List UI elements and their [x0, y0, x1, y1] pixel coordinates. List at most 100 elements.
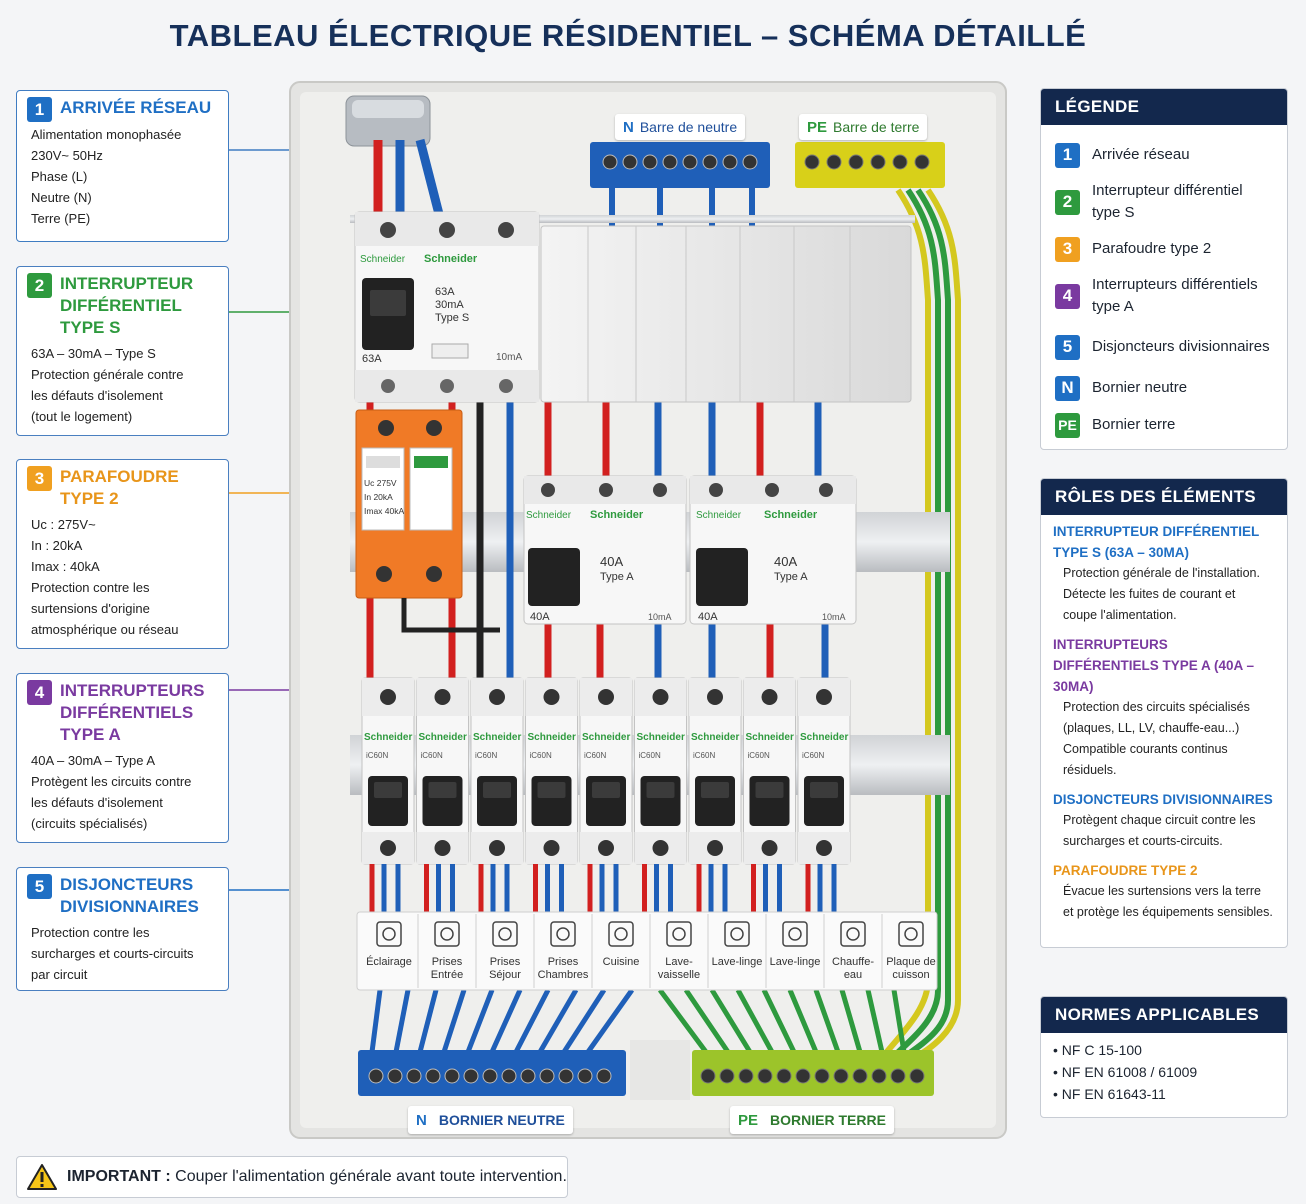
brand-text: Schneider: [364, 732, 412, 743]
brand-text: Schneider: [360, 254, 406, 265]
legend-item: 5 Disjoncteurs divisionnaires: [1041, 325, 1287, 369]
circuit-icon: [492, 921, 518, 947]
surge-protector: Uc 275V In 20kA Imax 40kA: [355, 409, 500, 633]
badge-bottom-earth: PE BORNIER TERRE: [730, 1106, 894, 1134]
mcb-row: Schneider iC60N Schneider iC60N Schneider iC6…: [361, 677, 851, 865]
mcb-breaker: Schneider iC60N: [416, 677, 469, 865]
callout-line: Protection générale contre: [31, 367, 184, 382]
legend-label: Parafoudre type 2: [1092, 240, 1212, 257]
mcb-model: iC60N: [584, 751, 606, 760]
legend-key: 3: [1055, 236, 1080, 262]
circuit-icon: [840, 921, 866, 947]
legend-label: Interrupteurs différentiels type A: [1092, 276, 1258, 315]
badge-label: BORNIER NEUTRE: [438, 1112, 565, 1128]
important-notice: IMPORTANT : Couper l'alimentation généra…: [16, 1156, 568, 1198]
mcb-breaker: Schneider iC60N: [361, 677, 415, 865]
brand-text: Schneider: [637, 732, 685, 743]
callout-line: (tout le logement): [31, 409, 133, 424]
circuit-cell: [823, 914, 866, 988]
circuit-label: Lave-linge: [711, 956, 763, 968]
badge-bottom-neutral: N BORNIER NEUTRE: [408, 1106, 573, 1134]
mcb-breaker: Schneider iC60N: [634, 677, 687, 865]
role-text: Protègent chaque circuit contre les: [1063, 813, 1256, 827]
brand-text: Schneider: [590, 509, 644, 521]
role-item: PARAFOUDRE TYPE 2 Évacue les surtensions…: [1041, 860, 1287, 923]
badge-key: PE: [807, 118, 828, 136]
roles-title: RÔLES DES ÉLÉMENTS: [1041, 479, 1287, 515]
callout-line: Protection contre les: [31, 925, 150, 940]
circuit-label: Prises Chambres: [537, 956, 589, 981]
mcb-model: iC60N: [748, 751, 770, 760]
bottom-neutral-terminals: [368, 1068, 612, 1084]
circuit-label: Lave-linge: [769, 956, 821, 968]
badge-label: Barre de terre: [833, 119, 920, 135]
badge-key: PE: [738, 1111, 759, 1129]
circuit-cell: [591, 914, 634, 988]
legend-label: Interrupteur différentiel type S: [1092, 182, 1243, 221]
role-text: coupe l'alimentation.: [1063, 608, 1177, 622]
role-text: surcharges et courts-circuits.: [1063, 834, 1223, 848]
circuit-label: Cuisine: [602, 956, 640, 968]
role-title: PARAFOUDRE TYPE 2: [1053, 863, 1198, 878]
callout-line: les défauts d'isolement: [31, 795, 163, 810]
callout-line: In : 20kA: [31, 538, 83, 553]
brand-text: Schneider: [691, 732, 739, 743]
callout-number: 2: [27, 273, 52, 298]
circuit-cell: [376, 921, 402, 947]
mcb-model: iC60N: [639, 751, 661, 760]
callout-title: DISJONCTEURS DIVISIONNAIRES: [60, 875, 199, 916]
callout-line: Uc : 275V~: [31, 517, 96, 532]
legend-item: 1 Arrivée réseau: [1041, 137, 1287, 173]
callout-line: Protection contre les: [31, 580, 150, 595]
rcd-tag: 40A: [698, 611, 718, 623]
rcd-type: Type A: [774, 571, 808, 583]
spd-spec: Uc 275V: [364, 478, 397, 488]
role-item: INTERRUPTEURS DIFFÉRENTIELS TYPE A (40A …: [1041, 634, 1287, 781]
circuit-icon: [782, 921, 808, 947]
mcb-model: iC60N: [421, 751, 443, 760]
rcd-type-a-1: Schneider Schneider 40A Type A 40A 10mA: [523, 475, 687, 625]
role-text: résiduels.: [1063, 763, 1117, 777]
mcb-model: iC60N: [693, 751, 715, 760]
callout-line: Terre (PE): [31, 211, 91, 226]
norms-panel: NORMES APPLICABLES • NF C 15-100 • NF EN…: [1040, 996, 1288, 1118]
legend-key: 4: [1055, 283, 1080, 309]
circuit-icon: [724, 921, 750, 947]
role-item: INTERRUPTEUR DIFFÉRENTIEL TYPE S (63A – …: [1041, 521, 1287, 626]
spd-spec: In 20kA: [364, 492, 393, 502]
callout-line: Phase (L): [31, 169, 88, 184]
role-text: Protection des circuits spécialisés: [1063, 700, 1250, 714]
legend-item: 4 Interrupteurs différentiels type A: [1041, 267, 1287, 325]
blank-modules: [540, 225, 912, 403]
role-title: INTERRUPTEUR DIFFÉRENTIEL TYPE S (63A – …: [1053, 524, 1260, 560]
rcd-rating: 40A: [774, 554, 797, 569]
brand-text: Schneider: [419, 732, 467, 743]
main-rcd-type-s: Schneider Schneider 63A 30mA Type S 63A …: [354, 211, 540, 403]
callout-line: Protègent les circuits contre: [31, 774, 192, 789]
circuit-cell: [707, 914, 750, 988]
mcb-model: iC60N: [530, 751, 552, 760]
important-text: Couper l'alimentation générale avant tou…: [175, 1168, 567, 1185]
mcb-model: iC60N: [366, 751, 388, 760]
role-title: INTERRUPTEURS DIFFÉRENTIELS TYPE A (40A …: [1053, 637, 1255, 694]
role-text: Protection générale de l'installation.: [1063, 566, 1260, 580]
callout-number: 4: [27, 680, 52, 705]
rcd-type: Type S: [435, 312, 469, 324]
badge-top-earth: PE Barre de terre: [799, 114, 928, 140]
circuit-icon: [376, 921, 402, 947]
legend-label: Bornier terre: [1092, 416, 1176, 433]
circuit-cell: [765, 914, 808, 988]
role-text: Évacue les surtensions vers la terre: [1063, 884, 1262, 898]
circuit-icon: [898, 921, 924, 947]
mcb-breaker: Schneider iC60N: [688, 677, 742, 865]
circuit-label: Éclairage: [366, 956, 412, 968]
brand-text: Schneider: [424, 253, 478, 265]
brand-text: Schneider: [764, 509, 818, 521]
norm-item: • NF EN 61008 / 61009: [1053, 1064, 1198, 1080]
callout-line: 40A – 30mA – Type A: [31, 753, 156, 768]
callout-line: (circuits spécialisés): [31, 816, 148, 831]
legend-key: N: [1055, 375, 1080, 401]
